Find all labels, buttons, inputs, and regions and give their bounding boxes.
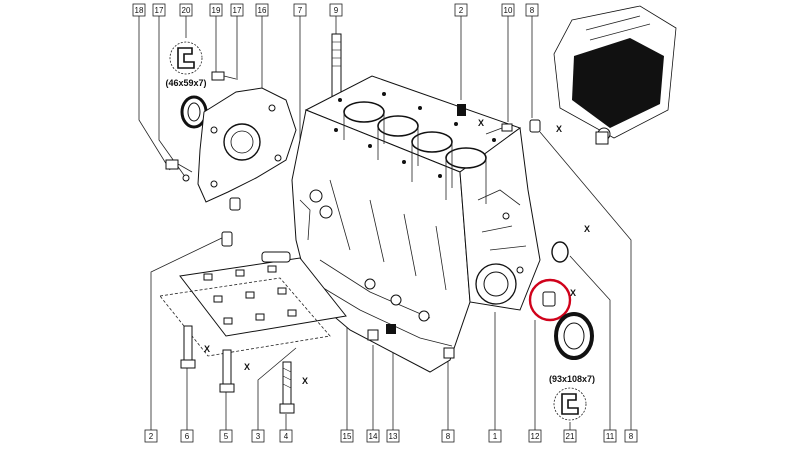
svg-text:4: 4 bbox=[284, 432, 289, 441]
svg-text:21: 21 bbox=[566, 432, 575, 441]
plug-14 bbox=[367, 329, 379, 341]
callout-bottom-8b: 8 bbox=[539, 131, 638, 443]
callout-bottom-1: 1 bbox=[488, 312, 502, 443]
cylinder-block bbox=[291, 75, 541, 373]
engine-thumbnail-image bbox=[553, 5, 677, 145]
dowel-8-top bbox=[529, 119, 541, 133]
bolt-6 bbox=[180, 325, 196, 369]
svg-text:3: 3 bbox=[256, 432, 261, 441]
svg-text:2: 2 bbox=[149, 432, 154, 441]
svg-text:12: 12 bbox=[531, 432, 540, 441]
svg-text:13: 13 bbox=[389, 432, 398, 441]
callout-top-17a: 17 bbox=[152, 3, 187, 179]
svg-text:20: 20 bbox=[182, 6, 191, 15]
callout-top-18: 18 bbox=[132, 3, 171, 171]
dimension-x-label: X bbox=[302, 376, 308, 386]
bolt-18 bbox=[165, 159, 193, 182]
dimension-x-label: X bbox=[244, 362, 250, 372]
callout-top-2: 2 bbox=[454, 3, 468, 100]
bolt-4 bbox=[279, 361, 295, 414]
callout-top-8: 8 bbox=[525, 3, 539, 118]
svg-text:8: 8 bbox=[629, 432, 634, 441]
callout-top-19: 19 bbox=[209, 3, 223, 72]
svg-text:9: 9 bbox=[334, 6, 339, 15]
svg-text:18: 18 bbox=[135, 6, 144, 15]
svg-text:11: 11 bbox=[606, 432, 615, 441]
dimension-x-label: X bbox=[204, 344, 210, 354]
plug-13 bbox=[386, 324, 396, 334]
svg-text:16: 16 bbox=[258, 6, 267, 15]
svg-text:2: 2 bbox=[459, 6, 464, 15]
svg-text:X: X bbox=[570, 288, 576, 298]
callout-top-16: 16 bbox=[255, 3, 269, 92]
svg-text:17: 17 bbox=[155, 6, 164, 15]
callout-top-9: 9 bbox=[329, 3, 343, 34]
bolt-19 bbox=[211, 71, 237, 81]
rear-seal-size-label: (46x59x7) bbox=[165, 78, 206, 88]
stud-9 bbox=[331, 33, 342, 99]
svg-text:6: 6 bbox=[185, 432, 190, 441]
callout-bottom-8: 8 bbox=[441, 360, 455, 443]
dowel-11 bbox=[551, 241, 569, 263]
rear-seal-profile-icon bbox=[169, 41, 203, 75]
callout-top-10: 10 bbox=[501, 3, 515, 122]
rear-cover-plate bbox=[197, 87, 297, 203]
callout-bottom-2: 2 bbox=[144, 235, 227, 443]
callout-bottom-5: 5 bbox=[219, 392, 233, 443]
plug-2-top bbox=[457, 104, 466, 116]
svg-text:8: 8 bbox=[530, 6, 535, 15]
dowel-2-lower bbox=[221, 231, 233, 247]
svg-text:5: 5 bbox=[224, 432, 229, 441]
callout-bottom-3: 3 bbox=[251, 347, 297, 443]
callout-bottom-13: 13 bbox=[386, 338, 400, 443]
callout-bottom-6: 6 bbox=[180, 368, 194, 443]
front-seal-profile-icon bbox=[553, 387, 587, 421]
highlighted-part-12: X bbox=[528, 278, 576, 322]
callout-bottom-4: 4 bbox=[279, 414, 293, 443]
rear-oil-seal bbox=[180, 95, 208, 129]
svg-text:7: 7 bbox=[298, 6, 303, 15]
svg-text:15: 15 bbox=[343, 432, 352, 441]
svg-text:8: 8 bbox=[446, 432, 451, 441]
front-seal-size-label: (93x108x7) bbox=[549, 374, 595, 384]
dimension-x-label: X bbox=[584, 224, 590, 234]
svg-text:19: 19 bbox=[212, 6, 221, 15]
svg-text:1: 1 bbox=[493, 432, 498, 441]
dimension-x-label: X bbox=[478, 118, 484, 128]
svg-text:17: 17 bbox=[233, 6, 242, 15]
callout-top-20: 20 bbox=[179, 3, 193, 38]
callout-top-17b: 17 bbox=[230, 3, 244, 80]
svg-text:10: 10 bbox=[504, 6, 513, 15]
callout-bottom-21: 21 bbox=[563, 422, 577, 443]
bolt-10 bbox=[485, 123, 513, 135]
bearing-cap-plate bbox=[159, 257, 347, 357]
plug-8-lower bbox=[443, 347, 455, 359]
callout-bottom-12: 12 bbox=[528, 320, 542, 443]
bolt-5 bbox=[219, 349, 235, 393]
svg-text:14: 14 bbox=[369, 432, 378, 441]
callout-bottom-11: 11 bbox=[569, 255, 617, 443]
dimension-x-label: X bbox=[556, 124, 562, 134]
callout-bottom-14: 14 bbox=[366, 345, 380, 443]
sensor-15 bbox=[261, 251, 291, 263]
dowel-pin bbox=[229, 197, 241, 211]
front-oil-seal bbox=[554, 312, 594, 360]
